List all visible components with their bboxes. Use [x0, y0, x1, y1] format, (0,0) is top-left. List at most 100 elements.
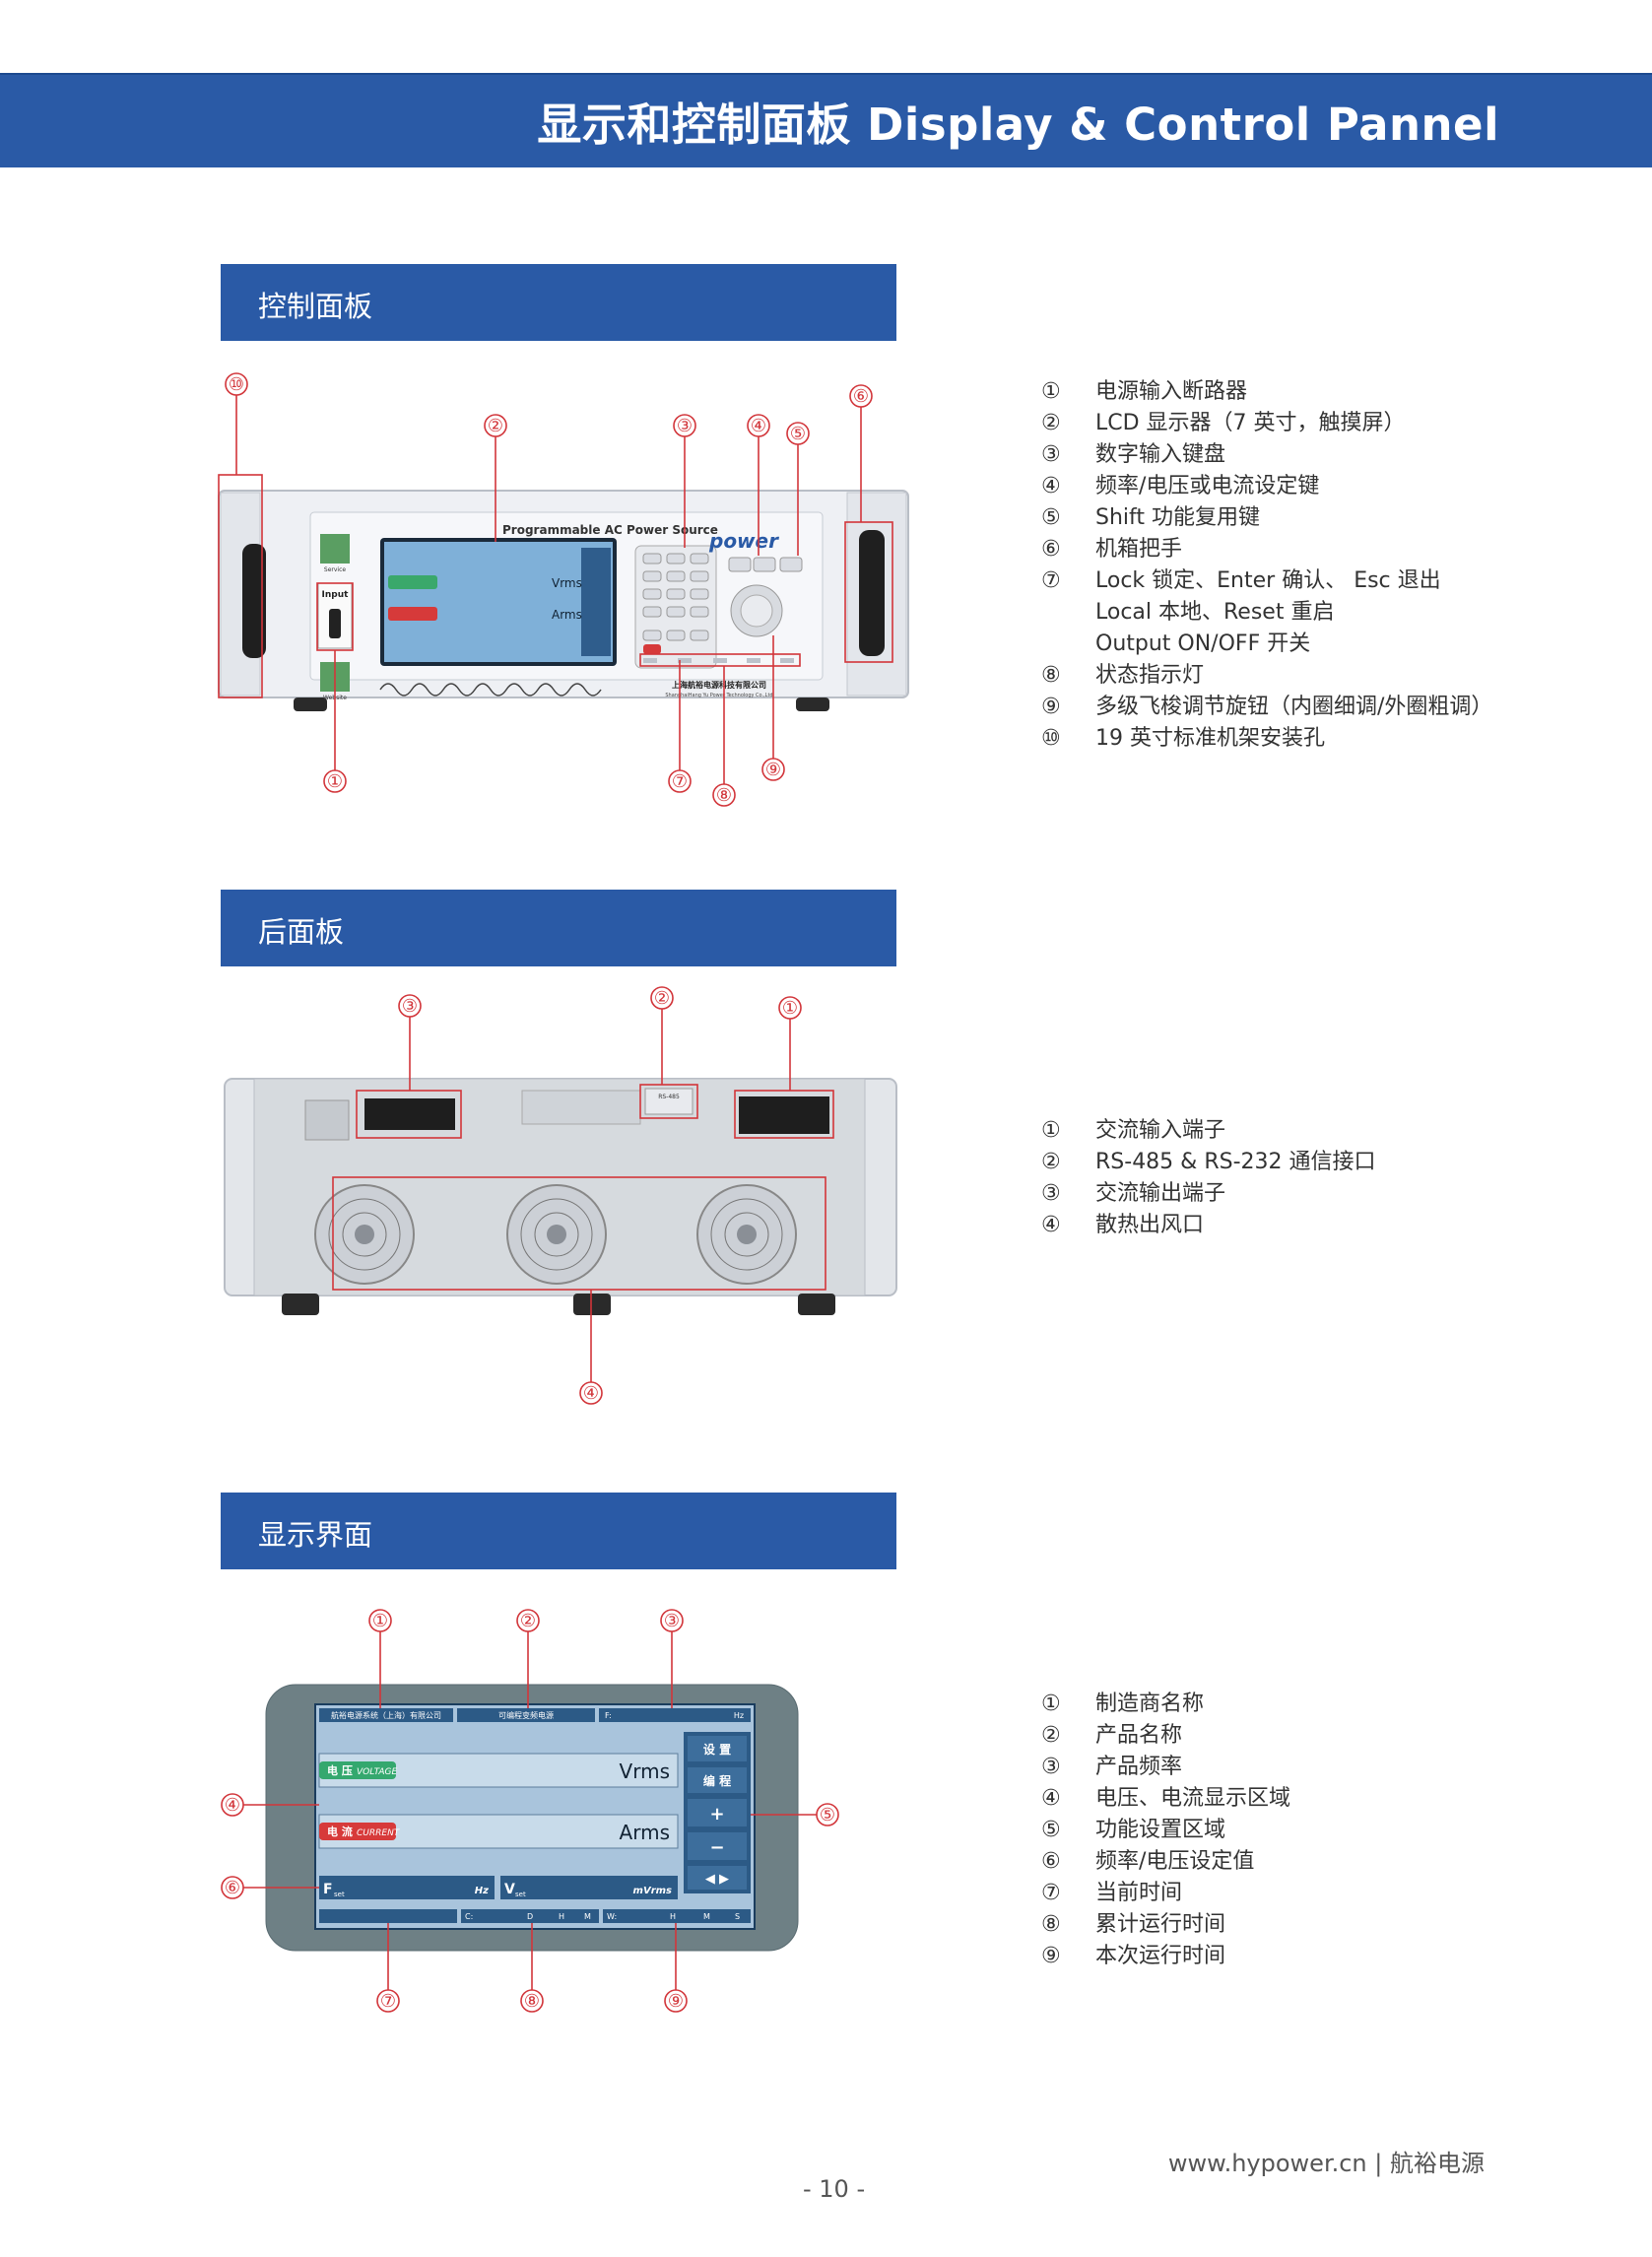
display-item-num: ④	[1041, 1786, 1061, 1811]
control-item-num	[1041, 629, 1095, 660]
btn-program[interactable]	[688, 1767, 747, 1793]
svg-text:⑩: ⑩	[229, 374, 244, 395]
svg-text:⑥: ⑥	[225, 1878, 240, 1898]
m-label-w: M	[703, 1912, 710, 1921]
front-current-unit: Arms	[552, 608, 582, 622]
svg-text:③: ③	[664, 1611, 680, 1631]
s-label: S	[735, 1912, 740, 1921]
current-tag-en: CURRENT	[357, 1828, 401, 1838]
svg-text:⑦: ⑦	[380, 1991, 396, 2012]
rear-item-text: RS-485 & RS-232 通信接口	[1095, 1150, 1376, 1174]
svg-text:②: ②	[488, 416, 503, 436]
svg-text:③: ③	[677, 416, 693, 436]
m-label-c: M	[584, 1912, 591, 1921]
h-label-w: H	[670, 1912, 676, 1921]
current-tag-cn: 电 流	[327, 1825, 353, 1838]
control-item-num: ⑦	[1041, 568, 1061, 593]
svg-text:④: ④	[751, 416, 766, 436]
btn-set[interactable]	[688, 1736, 747, 1761]
vset-sub: set	[515, 1891, 526, 1898]
svg-text:④: ④	[583, 1383, 599, 1404]
w-label: W:	[607, 1912, 617, 1921]
svg-text:⑧: ⑧	[524, 1991, 540, 2012]
company-en: ShanghaiHang Yu Power Technology Co.,Ltd	[665, 693, 772, 698]
control-item-text: 19 英寸标准机架安装孔	[1095, 726, 1325, 751]
vset-field[interactable]	[500, 1876, 678, 1899]
display-item-num: ③	[1041, 1755, 1061, 1779]
control-item: ② LCD 显示器（7 英寸，触摸屏）	[1041, 408, 1492, 439]
voltage-unit: Vrms	[620, 1759, 670, 1783]
rear-item-text: 交流输入端子	[1095, 1118, 1226, 1143]
svg-text:⑦: ⑦	[672, 771, 688, 792]
section-header-rear: 后面板	[221, 890, 896, 966]
control-item: ④ 频率/电压或电流设定键	[1041, 471, 1492, 502]
brand-logo: power	[708, 529, 779, 553]
control-item-num: ⑩	[1041, 726, 1061, 751]
control-item-text: 数字输入键盘	[1095, 442, 1226, 467]
rear-item-num: ①	[1041, 1118, 1061, 1143]
voltage-tag	[319, 1761, 396, 1779]
display-item-text: 产品频率	[1095, 1755, 1183, 1779]
rear-item-num: ②	[1041, 1150, 1061, 1174]
section-title-display: 显示界面	[258, 1518, 373, 1552]
btn-set-label: 设 置	[703, 1742, 731, 1757]
screen-freq-prefix: F:	[605, 1711, 612, 1720]
rear-comm-label: RS-485	[658, 1094, 680, 1100]
svg-text:②: ②	[654, 988, 670, 1009]
control-item-num: ④	[1041, 474, 1061, 498]
control-item-text: Local 本地、Reset 重启	[1095, 600, 1335, 625]
control-item-text: 多级飞梭调节旋钮（内圈细调/外圈粗调）	[1095, 695, 1493, 719]
svg-text:②: ②	[520, 1611, 536, 1631]
service-label: Service	[324, 566, 346, 573]
display-item-num: ①	[1041, 1692, 1061, 1716]
input-label: Input	[322, 590, 350, 600]
control-item-num: ⑥	[1041, 537, 1061, 562]
control-item-num: ①	[1041, 379, 1061, 404]
screen-freq-unit: Hz	[734, 1711, 744, 1720]
svg-text:①: ①	[782, 998, 798, 1019]
btn-plus[interactable]	[688, 1799, 747, 1826]
control-item-num: ⑧	[1041, 663, 1061, 688]
footer-url: www.hypower.cn | 航裕电源	[1167, 2150, 1485, 2177]
front-voltage-unit: Vrms	[552, 576, 582, 590]
section-title-rear: 后面板	[258, 915, 345, 949]
svg-text:⑨: ⑨	[668, 1991, 684, 2012]
display-item-text: 功能设置区域	[1095, 1818, 1226, 1842]
display-item-text: 本次运行时间	[1095, 1944, 1226, 1968]
display-item-text: 电压、电流显示区域	[1095, 1786, 1291, 1811]
control-item-text: 频率/电压或电流设定键	[1095, 474, 1320, 498]
vset-unit: mVrms	[633, 1886, 673, 1896]
page-banner: 显示和控制面板 Display & Control Pannel	[0, 73, 1652, 167]
vset-label: V	[504, 1882, 515, 1897]
control-item-text: 状态指示灯	[1095, 663, 1205, 688]
screen-maker: 航裕电源系统（上海）有限公司	[331, 1710, 441, 1720]
control-item-num	[1041, 597, 1095, 629]
rear-item-num: ④	[1041, 1213, 1061, 1237]
btn-arrows[interactable]	[688, 1866, 747, 1890]
fset-field[interactable]	[319, 1876, 495, 1899]
fset-sub: set	[334, 1891, 345, 1898]
btn-minus[interactable]	[688, 1832, 747, 1860]
display-item-text: 频率/电压设定值	[1095, 1849, 1255, 1874]
front-panel-figure: Service Website Input Programmable AC Po…	[218, 372, 909, 807]
control-item-text: LCD 显示器（7 英寸，触摸屏）	[1095, 411, 1406, 435]
breaker-switch[interactable]	[329, 609, 341, 638]
control-item-text: 电源输入断路器	[1095, 379, 1248, 404]
control-item-text: Output ON/OFF 开关	[1095, 631, 1311, 656]
control-item-num: ②	[1041, 411, 1061, 435]
page-number: - 10 -	[803, 2175, 866, 2203]
control-item: ① 电源输入断路器	[1041, 376, 1492, 408]
section-header-display: 显示界面	[221, 1493, 896, 1569]
control-item-text: 机箱把手	[1095, 537, 1183, 562]
